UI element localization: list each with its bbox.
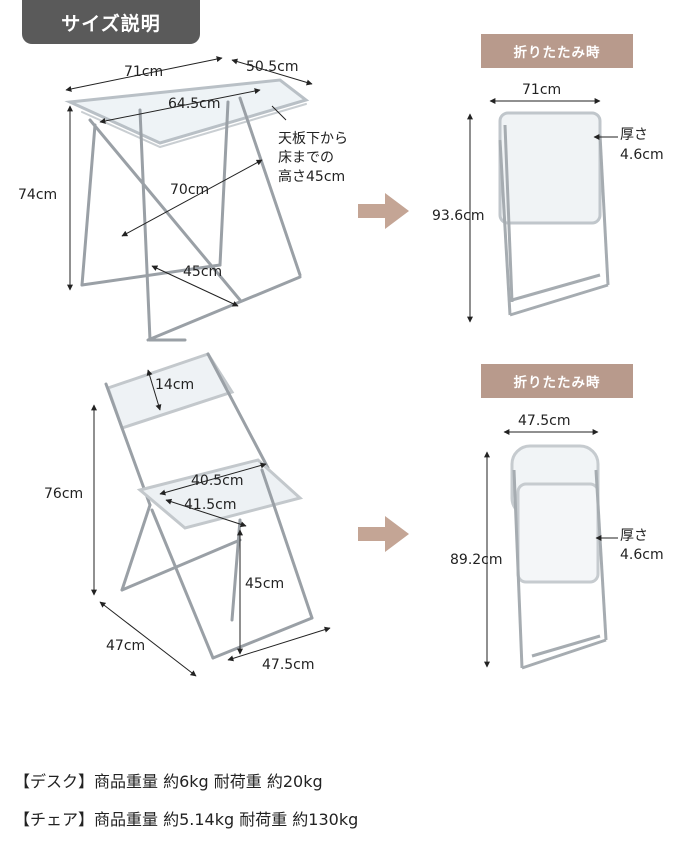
chair-seat-width-label: 40.5cm <box>191 473 244 489</box>
chair-height-label: 76cm <box>44 486 84 502</box>
desk-folded-thick-label2: 4.6cm <box>620 147 664 163</box>
desk-folded-thick-label1: 厚さ <box>620 127 648 143</box>
desk-note-line3: 高さ45cm <box>278 169 346 185</box>
chair-spec-note: 【チェア】商品重量 約5.14kg 耐荷重 約130kg <box>14 810 359 829</box>
chair-seat-depth-label: 41.5cm <box>184 497 237 513</box>
desk-base-label: 45cm <box>183 264 223 280</box>
chair-folded-thick-label1: 厚さ <box>620 528 648 544</box>
desk-folded-illustration <box>498 111 610 317</box>
desk-spec-note: 【デスク】商品重量 約6kg 耐荷重 約20kg <box>14 772 323 791</box>
chair-folded-width-label: 47.5cm <box>518 413 571 429</box>
chair-folded-illustration <box>510 444 608 670</box>
desk-note-line1: 天板下から <box>278 131 348 147</box>
desk-inner-label: 64.5cm <box>168 96 221 112</box>
desk-note-line2: 床までの <box>278 150 334 166</box>
chair-seat-height-label: 45cm <box>245 576 285 592</box>
desk-open-illustration <box>64 78 310 342</box>
desk-depth-label: 50.5cm <box>246 59 299 75</box>
desk-diagonal-label: 70cm <box>170 182 210 198</box>
desk-folded-width-label: 71cm <box>522 82 562 98</box>
chair-folded-height-label: 89.2cm <box>450 552 503 568</box>
arrow-right-icon-2 <box>358 516 409 552</box>
arrow-right-icon <box>358 193 409 229</box>
folded-tag-chair: 折りたたみ時 <box>481 364 633 398</box>
chair-width-label: 47.5cm <box>262 657 315 673</box>
folded-tag-desk: 折りたたみ時 <box>481 34 633 68</box>
desk-folded-height-label: 93.6cm <box>432 208 485 224</box>
chair-folded-thick-label2: 4.6cm <box>620 547 664 563</box>
chair-back-label: 14cm <box>155 377 195 393</box>
section-title: サイズ説明 <box>22 0 200 44</box>
chair-depth-label: 47cm <box>106 638 146 654</box>
desk-height-label: 74cm <box>18 187 58 203</box>
desk-width-label: 71cm <box>124 64 164 80</box>
